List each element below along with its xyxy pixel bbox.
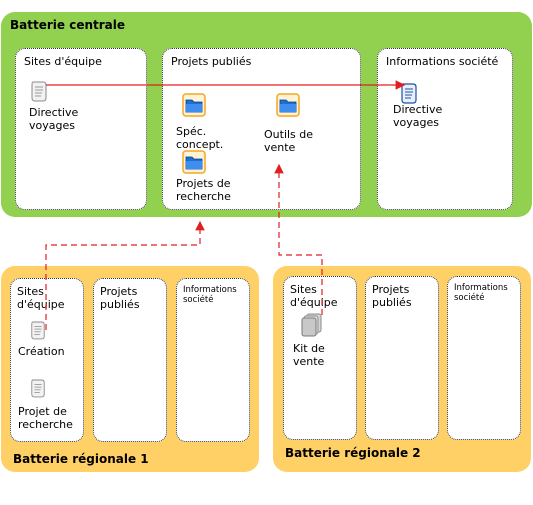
creation-label: Création [18,345,65,358]
folder-icon [182,93,206,121]
document-scroll-icon [30,378,46,402]
central-company-info-title: Informations société [386,55,499,68]
folder-icon [276,93,300,121]
research-projects-label: Projets de recherche [176,177,231,203]
company-travel-directive-label: Directive voyages [393,103,443,129]
folder-icon [182,150,206,178]
reg2-published-title: Projets publiés [372,283,412,309]
regional-farm-1-title: Batterie régionale 1 [13,452,149,466]
reg1-company-info-box: Informations société [176,278,250,442]
spec-concept-label: Spéc. concept. [176,125,224,151]
document-scroll-icon [30,320,46,344]
research-project-label: Projet de recherche [18,405,73,431]
central-team-sites-title: Sites d'équipe [24,55,102,68]
document-stack-icon [301,313,323,341]
sales-kit-label: Kit de vente [293,342,325,368]
sales-tools-label: Outils de vente [264,128,314,154]
central-published-title: Projets publiés [171,55,252,68]
reg2-company-info-box: Informations société [447,276,521,440]
central-team-sites-box: Sites d'équipe [15,48,147,210]
regional-farm-1: Batterie régionale 1 Sites d'équipe Proj… [1,266,259,472]
reg2-published-box: Projets publiés [365,276,439,440]
central-company-info-box: Informations société [377,48,513,210]
reg2-company-info-title: Informations société [454,283,508,303]
document-blue-icon [400,82,418,108]
reg1-team-sites-title: Sites d'équipe [17,285,65,311]
document-scroll-icon [30,80,48,106]
reg2-team-sites-title: Sites d'équipe [290,283,338,309]
reg1-published-title: Projets publiés [100,285,140,311]
central-published-box: Projets publiés [162,48,361,210]
central-farm-title: Batterie centrale [10,18,126,32]
reg1-company-info-title: Informations société [183,285,237,305]
reg1-published-box: Projets publiés [93,278,167,442]
central-farm: Batterie centrale Sites d'équipe Projets… [1,12,532,217]
central-travel-directive-label: Directive voyages [29,106,79,132]
regional-farm-2-title: Batterie régionale 2 [285,446,421,460]
regional-farm-2: Batterie régionale 2 Sites d'équipe Proj… [273,266,531,472]
